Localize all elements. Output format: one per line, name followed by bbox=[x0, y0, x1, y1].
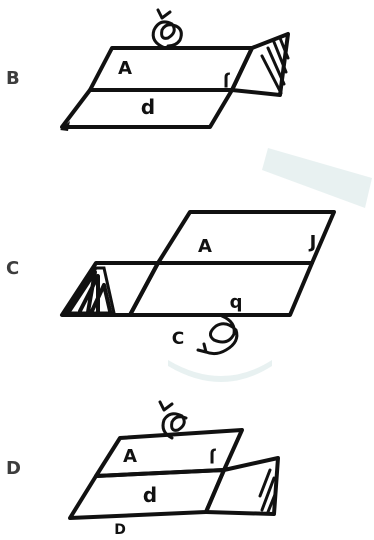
figure-b-flap bbox=[232, 34, 288, 95]
figure-d-letter-a: A bbox=[123, 446, 137, 467]
figure-d-letter-j: J bbox=[209, 448, 216, 467]
figure-b-letter-b: b bbox=[141, 95, 155, 119]
figure-c-letter-b: b bbox=[229, 293, 242, 314]
figure-c: A J b C bbox=[62, 212, 334, 354]
figure-b: A J b bbox=[60, 10, 288, 131]
figure-c-edge-label: C bbox=[172, 329, 184, 349]
figure-c-curl-icon bbox=[206, 316, 237, 354]
figure-d-edge-label: D bbox=[114, 522, 126, 538]
figure-b-letter-j: J bbox=[223, 72, 230, 91]
figure-b-hatching bbox=[262, 38, 288, 93]
figure-b-curl-icon bbox=[153, 22, 181, 48]
figure-d-flap bbox=[206, 458, 278, 514]
figure-d: A J b D bbox=[70, 402, 278, 538]
figure-c-letter-a: A bbox=[198, 236, 212, 257]
figure-d-letter-b: b bbox=[143, 483, 157, 507]
figure-c-bottom-panel bbox=[130, 263, 312, 315]
figure-c-letter-j: J bbox=[308, 232, 317, 253]
figure-c-top-panel bbox=[158, 212, 334, 263]
figure-b-letter-a: A bbox=[118, 58, 132, 79]
